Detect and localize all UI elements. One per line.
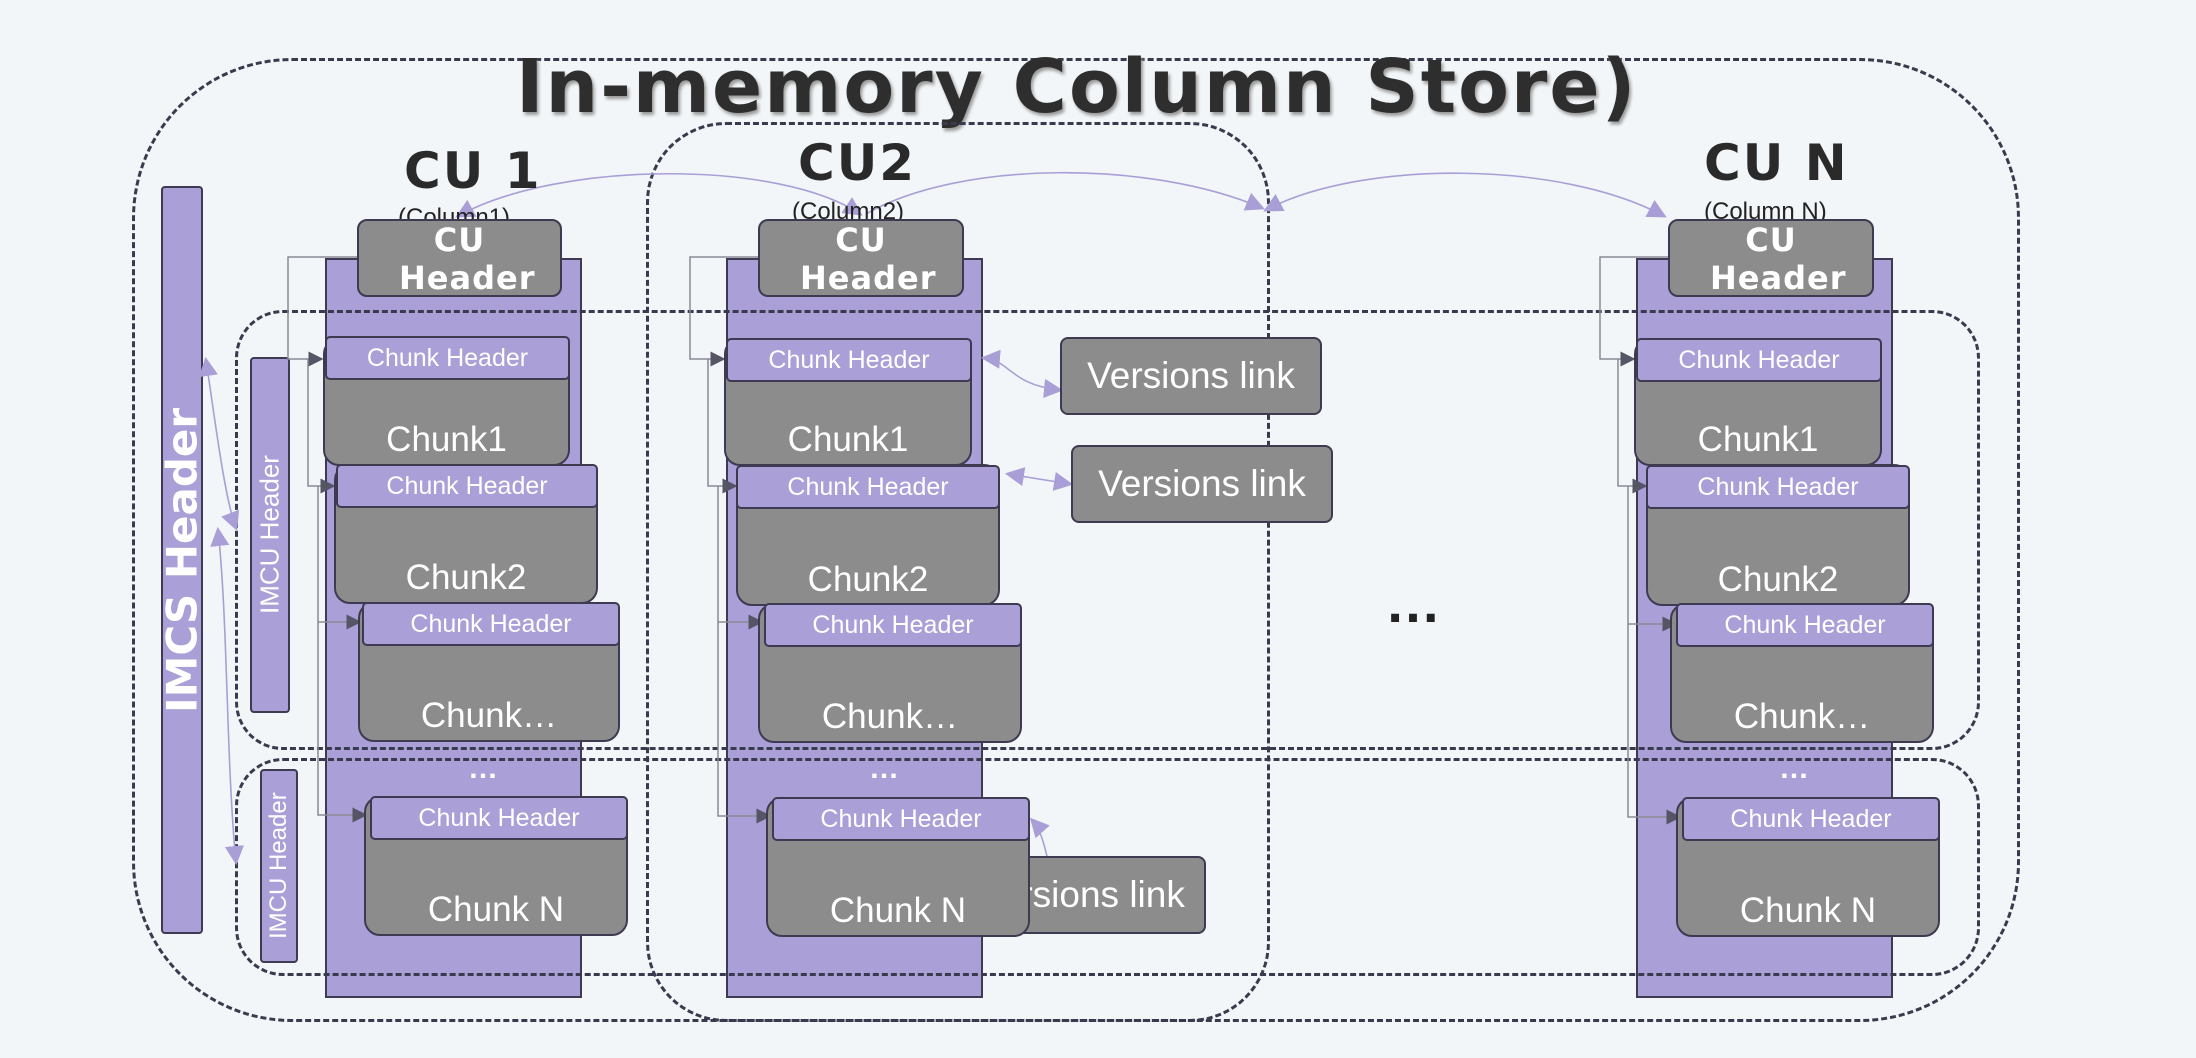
cu2-container <box>646 122 1270 1022</box>
cun-header: CU Header <box>1668 219 1874 297</box>
cu1-chunk-ellipsis-header: Chunk Header <box>362 602 620 646</box>
cun-chunkn-header: Chunk Header <box>1682 797 1940 841</box>
cun-chunk1-header: Chunk Header <box>1636 338 1882 382</box>
cu2-chunk-ellipsis-header: Chunk Header <box>764 603 1022 647</box>
cu2-title: CU2 <box>798 134 917 192</box>
column-ellipsis: … <box>1385 571 1445 634</box>
imcu-header-bar-2 <box>260 769 298 963</box>
cu2-chunk1-header: Chunk Header <box>726 338 972 382</box>
cu2-ellipsis: … <box>869 752 901 785</box>
cu2-chunk2-header: Chunk Header <box>736 465 1000 509</box>
versions-link-1[interactable]: Versions link <box>1060 337 1322 415</box>
cu1-header: CU Header <box>357 219 562 297</box>
cu2-chunkn-header: Chunk Header <box>772 797 1030 841</box>
imcs-header-bar <box>161 186 203 934</box>
cu2-header: CU Header <box>758 219 964 297</box>
cun-chunk2-header: Chunk Header <box>1646 465 1910 509</box>
cu1-title: CU 1 <box>404 142 542 200</box>
cu1-chunk1-header: Chunk Header <box>325 336 570 380</box>
diagram-title: In-memory Column Store) <box>516 44 1638 130</box>
cu1-ellipsis: … <box>468 752 500 785</box>
imcu-row-2 <box>235 758 1980 976</box>
cun-chunk-ellipsis-header: Chunk Header <box>1676 603 1934 647</box>
cu1-chunkn-header: Chunk Header <box>370 796 628 840</box>
versions-link-2[interactable]: Versions link <box>1071 445 1333 523</box>
cun-title: CU N <box>1704 134 1849 192</box>
imcu-header-bar-1 <box>250 357 290 713</box>
cun-ellipsis: … <box>1779 752 1811 785</box>
cu1-chunk2-header: Chunk Header <box>336 464 598 508</box>
